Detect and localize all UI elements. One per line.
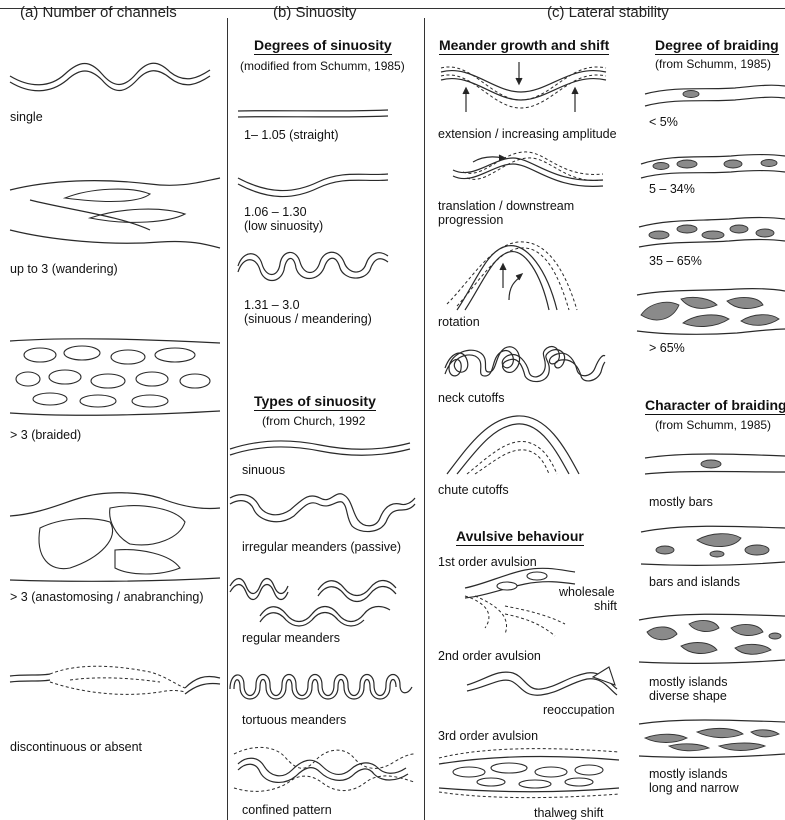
label-confined-pattern: confined pattern <box>242 803 332 817</box>
panel-lateral-stability: (c) Lateral stability Meander growth and… <box>425 0 785 820</box>
label-discontinuous: discontinuous or absent <box>10 740 142 754</box>
meandering-sketch <box>238 244 388 284</box>
mostly-bars-sketch <box>645 450 785 478</box>
anastomosing-channel-sketch <box>10 488 220 583</box>
mostly-islands-long-sketch <box>639 716 785 760</box>
label-diverse-shape: diverse shape <box>649 689 727 703</box>
discontinuous-channel-sketch <box>10 662 220 712</box>
label-meandering-range: 1.31 – 3.0 <box>244 298 300 312</box>
braiding-35-65-sketch <box>639 215 785 249</box>
label-chute-cutoffs: chute cutoffs <box>438 483 509 497</box>
character-of-braiding-title: Character of braiding <box>645 397 785 415</box>
degrees-of-sinuosity-ref: (modified from Schumm, 1985) <box>240 59 405 73</box>
label-neck-cutoffs: neck cutoffs <box>438 391 504 405</box>
character-of-braiding-ref: (from Schumm, 1985) <box>655 418 771 432</box>
label-braided: > 3 (braided) <box>10 428 81 442</box>
label-braiding-lt5: < 5% <box>649 115 678 129</box>
panel-number-of-channels: (a) Number of channels single up to 3 (w… <box>0 0 227 820</box>
label-thalweg-shift: thalweg shift <box>534 806 603 820</box>
label-straight: 1– 1.05 (straight) <box>244 128 339 142</box>
straight-sketch <box>238 108 388 122</box>
meander-growth-title: Meander growth and shift <box>439 37 609 55</box>
bars-and-islands-sketch <box>641 522 785 568</box>
label-sinuous: sinuous <box>242 463 285 477</box>
label-low-sinuosity-range: 1.06 – 1.30 <box>244 205 307 219</box>
braided-channel-sketch <box>10 335 220 420</box>
chute-cutoffs-sketch <box>447 408 587 478</box>
types-of-sinuosity-title: Types of sinuosity <box>254 393 376 411</box>
label-mostly-islands-1: mostly islands <box>649 675 728 689</box>
label-mostly-islands-2: mostly islands <box>649 767 728 781</box>
label-wholesale: wholesale <box>559 585 615 599</box>
regular-meanders-sketch <box>230 572 415 622</box>
second-order-avulsion-sketch <box>467 663 617 699</box>
label-reoccupation: reoccupation <box>543 703 615 717</box>
label-irregular-meanders: irregular meanders (passive) <box>242 540 401 554</box>
low-sinuosity-sketch <box>238 172 388 198</box>
label-braiding-5-34: 5 – 34% <box>649 182 695 196</box>
label-progression: progression <box>438 213 503 227</box>
label-3rd-order-avulsion: 3rd order avulsion <box>438 729 538 743</box>
label-rotation: rotation <box>438 315 480 329</box>
third-order-avulsion-sketch <box>439 742 619 802</box>
label-shift: shift <box>594 599 617 613</box>
panel-a-heading: (a) Number of channels <box>20 4 177 21</box>
degree-of-braiding-ref: (from Schumm, 1985) <box>655 57 771 71</box>
rotation-sketch <box>447 240 587 315</box>
translation-sketch <box>453 150 603 190</box>
label-tortuous-meanders: tortuous meanders <box>242 713 346 727</box>
neck-cutoffs-sketch <box>445 338 605 386</box>
label-braiding-gt65: > 65% <box>649 341 685 355</box>
label-meandering: (sinuous / meandering) <box>244 312 372 326</box>
avulsive-behaviour-title: Avulsive behaviour <box>456 528 584 546</box>
label-anastomosing: > 3 (anastomosing / anabranching) <box>10 590 204 604</box>
label-single: single <box>10 110 43 124</box>
first-order-avulsion-sketch <box>465 566 575 641</box>
label-bars-and-islands: bars and islands <box>649 575 740 589</box>
types-of-sinuosity-ref: (from Church, 1992 <box>262 414 365 428</box>
tortuous-meanders-sketch <box>230 665 415 705</box>
wandering-channel-sketch <box>10 170 220 255</box>
degree-of-braiding-title: Degree of braiding <box>655 37 779 55</box>
single-channel-sketch <box>10 60 210 105</box>
label-translation: translation / downstream <box>438 199 574 213</box>
extension-sketch <box>441 56 606 122</box>
panel-b-heading: (b) Sinuosity <box>273 4 356 21</box>
label-braiding-35-65: 35 – 65% <box>649 254 702 268</box>
braiding-under-5-sketch <box>645 82 785 110</box>
mostly-islands-diverse-sketch <box>639 610 785 666</box>
degrees-of-sinuosity-title: Degrees of sinuosity <box>254 37 392 55</box>
label-low-sinuosity: (low sinuosity) <box>244 219 323 233</box>
panel-sinuosity: (b) Sinuosity Degrees of sinuosity (modi… <box>228 0 424 820</box>
label-regular-meanders: regular meanders <box>242 631 340 645</box>
label-2nd-order-avulsion: 2nd order avulsion <box>438 649 541 663</box>
label-wandering: up to 3 (wandering) <box>10 262 118 276</box>
panel-c-heading: (c) Lateral stability <box>547 4 669 21</box>
irregular-meanders-sketch <box>230 488 415 534</box>
braiding-5-34-sketch <box>641 150 785 182</box>
confined-pattern-sketch <box>234 742 414 797</box>
braiding-over-65-sketch <box>637 285 785 337</box>
label-long-and-narrow: long and narrow <box>649 781 739 795</box>
label-extension: extension / increasing amplitude <box>438 127 617 141</box>
label-mostly-bars: mostly bars <box>649 495 713 509</box>
sinuous-sketch <box>230 437 410 459</box>
